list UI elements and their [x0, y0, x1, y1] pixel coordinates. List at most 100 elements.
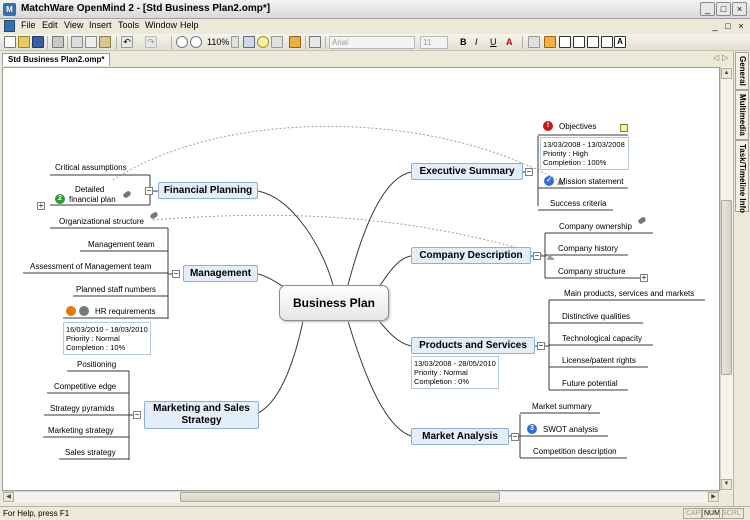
mindmap-canvas[interactable]: Business Plan Financial Planning − Criti… — [2, 67, 720, 491]
cut-icon[interactable] — [71, 36, 83, 48]
shape-rounded-icon[interactable] — [573, 36, 585, 48]
minimize-button[interactable]: _ — [700, 2, 715, 16]
subtopic-objectives[interactable]: Objectives — [559, 122, 597, 131]
topic-marketing-sales-strategy[interactable]: Marketing and Sales Strategy — [144, 401, 259, 429]
maximize-button[interactable]: □ — [716, 2, 731, 16]
subtopic-license-patent[interactable]: License/patent rights — [562, 356, 636, 365]
tab-std-business-plan[interactable]: Std Business Plan2.omp* — [2, 53, 111, 66]
shape-rect-icon[interactable] — [559, 36, 571, 48]
subtopic-sales-strategy[interactable]: Sales strategy — [65, 448, 116, 457]
menu-file[interactable]: File — [21, 20, 36, 30]
undo-icon[interactable]: ↶ — [121, 36, 133, 48]
subtopic-future-potential[interactable]: Future potential — [562, 379, 618, 388]
vertical-scroll-thumb[interactable] — [721, 200, 732, 375]
topic-management[interactable]: Management — [183, 265, 258, 282]
tab-multimedia[interactable]: Multimedia — [735, 90, 749, 140]
collapse-company-description[interactable]: − — [533, 251, 541, 260]
topic-executive-summary[interactable]: Executive Summary — [411, 163, 523, 180]
scroll-up-icon[interactable]: ▲ — [721, 68, 732, 79]
shape-oval-icon[interactable] — [587, 36, 599, 48]
subtopic-critical-assumptions[interactable]: Critical assumptions — [55, 163, 127, 172]
subtopic-marketing-strategy[interactable]: Marketing strategy — [48, 426, 114, 435]
subtopic-swot-analysis[interactable]: SWOT analysis — [543, 425, 598, 434]
paste-icon[interactable] — [99, 36, 111, 48]
mdi-restore-button[interactable]: □ — [725, 21, 731, 31]
subtopic-detailed-financial-plan-line2[interactable]: financial plan — [69, 195, 116, 204]
expand-detailed-financial-plan[interactable]: + — [37, 201, 45, 210]
horizontal-scroll-thumb[interactable] — [180, 492, 500, 502]
collapse-management[interactable]: − — [172, 269, 180, 278]
scroll-down-icon[interactable]: ▼ — [721, 479, 732, 490]
zoom-out-icon[interactable] — [190, 36, 202, 48]
bold-button[interactable]: B — [460, 37, 467, 47]
underline-button[interactable]: U — [490, 37, 497, 47]
close-button[interactable]: × — [732, 2, 747, 16]
zoom-in-icon[interactable] — [176, 36, 188, 48]
collapse-marketing-sales-strategy[interactable]: − — [133, 410, 141, 419]
topic-company-description[interactable]: Company Description — [411, 247, 531, 264]
subtopic-strategy-pyramids[interactable]: Strategy pyramids — [50, 404, 115, 413]
tab-task-timeline-info[interactable]: Task/Timeline Info — [735, 140, 749, 213]
mdi-minimize-button[interactable]: _ — [712, 21, 718, 31]
zoom-dropdown-icon[interactable] — [231, 36, 239, 48]
menu-edit[interactable]: Edit — [42, 20, 58, 30]
topic-products-services[interactable]: Products and Services — [411, 337, 535, 354]
collapse-executive-summary[interactable]: − — [525, 167, 533, 176]
collapse-market-analysis[interactable]: − — [511, 432, 519, 441]
subtopic-competitive-edge[interactable]: Competitive edge — [54, 382, 117, 391]
tab-scroll-right-icon[interactable]: ▷ — [722, 53, 729, 62]
link-icon[interactable] — [271, 36, 283, 48]
subtopic-distinctive-qualities[interactable]: Distinctive qualities — [562, 312, 631, 321]
menu-help[interactable]: Help — [180, 20, 199, 30]
subtopic-success-criteria[interactable]: Success criteria — [550, 199, 607, 208]
redo-icon[interactable]: ↷ — [145, 36, 157, 48]
scroll-left-icon[interactable]: ◀ — [3, 492, 14, 502]
topic-market-analysis[interactable]: Market Analysis — [411, 428, 509, 445]
subtopic-competition-description[interactable]: Competition description — [533, 447, 617, 456]
mdi-close-button[interactable]: × — [738, 21, 744, 31]
document-icon[interactable] — [4, 20, 15, 32]
collapse-products-services[interactable]: − — [537, 341, 545, 350]
new-icon[interactable] — [4, 36, 16, 48]
subtopic-organizational-structure[interactable]: Organizational structure — [59, 217, 144, 226]
open-icon[interactable] — [18, 36, 30, 48]
subtopic-main-products[interactable]: Main products, services and markets — [564, 289, 695, 298]
subtopic-management-team[interactable]: Management team — [88, 240, 155, 249]
font-name-field[interactable]: Arial — [329, 36, 415, 49]
fill-color-icon[interactable] — [544, 36, 556, 48]
layout-icon[interactable] — [309, 36, 321, 48]
print-icon[interactable] — [52, 36, 64, 48]
italic-button[interactable]: I — [475, 37, 478, 47]
idea-icon[interactable] — [257, 36, 269, 48]
app-icon[interactable]: M — [3, 3, 16, 16]
subtopic-hr-requirements[interactable]: HR requirements — [95, 307, 156, 316]
shape-line-icon[interactable] — [601, 36, 613, 48]
insert-image-icon[interactable] — [289, 36, 301, 48]
expand-company-structure[interactable]: + — [640, 273, 648, 282]
font-size-field[interactable]: 11 — [420, 36, 448, 49]
subtopic-company-history[interactable]: Company history — [558, 244, 619, 253]
text-style-button[interactable]: A — [614, 36, 626, 48]
subtopic-detailed-financial-plan[interactable]: Detailed — [75, 185, 105, 194]
central-topic[interactable]: Business Plan — [279, 285, 389, 321]
subtopic-mission-statement[interactable]: Mission statement — [559, 177, 624, 186]
subtopic-company-structure[interactable]: Company structure — [558, 267, 626, 276]
subtopic-positioning[interactable]: Positioning — [77, 360, 117, 369]
zoom-level[interactable]: 110% — [207, 37, 230, 47]
subtopic-assessment-management-team[interactable]: Assessment of Management team — [30, 262, 152, 271]
tab-general[interactable]: General — [735, 52, 749, 90]
scroll-right-icon[interactable]: ▶ — [708, 492, 719, 502]
subtopic-planned-staff-numbers[interactable]: Planned staff numbers — [76, 285, 156, 294]
menu-insert[interactable]: Insert — [89, 20, 112, 30]
subtopic-company-ownership[interactable]: Company ownership — [559, 222, 632, 231]
subtopic-market-summary[interactable]: Market summary — [532, 402, 592, 411]
menu-view[interactable]: View — [64, 20, 84, 30]
format-painter-icon[interactable] — [528, 36, 540, 48]
subtopic-technological-capacity[interactable]: Technological capacity — [562, 334, 643, 343]
copy-icon[interactable] — [85, 36, 97, 48]
text-color-button[interactable]: A — [506, 37, 513, 47]
tab-scroll-left-icon[interactable]: ◁ — [713, 53, 720, 62]
collapse-financial-planning[interactable]: − — [145, 186, 153, 195]
menu-window[interactable]: Window — [145, 20, 178, 30]
save-icon[interactable] — [32, 36, 44, 48]
